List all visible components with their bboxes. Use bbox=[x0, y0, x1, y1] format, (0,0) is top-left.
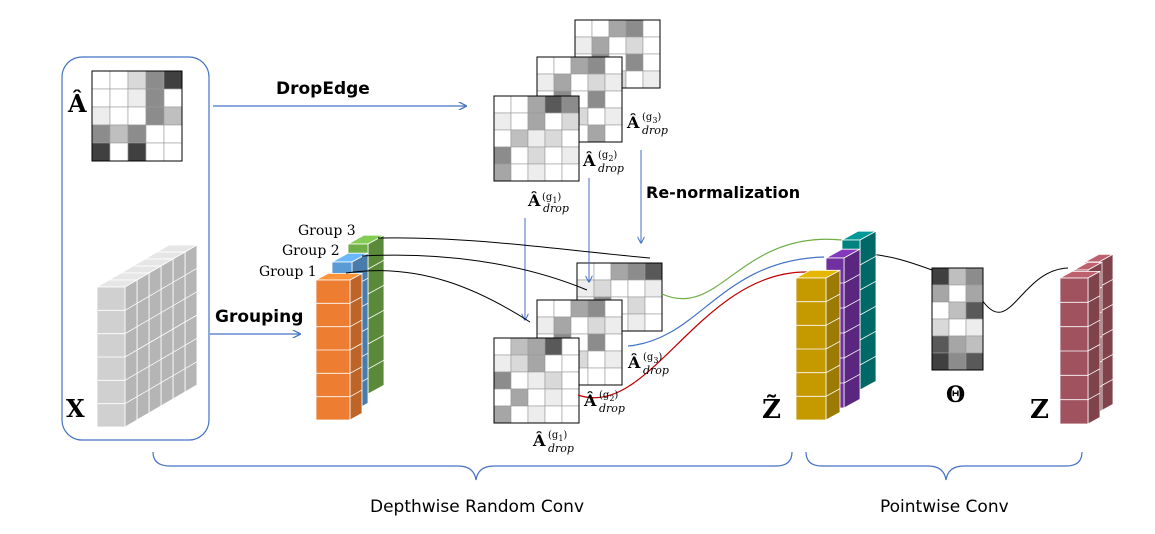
connection-curves bbox=[345, 237, 1069, 399]
svg-text:(g2): (g2) bbox=[598, 150, 617, 163]
svg-text:drop: drop bbox=[543, 202, 569, 215]
curve-blue-to-ztilde bbox=[627, 256, 825, 347]
z-slice-1 bbox=[1059, 270, 1101, 425]
group-3-label: Group 3 bbox=[298, 223, 356, 239]
svg-text:Â: Â bbox=[626, 112, 640, 132]
dropedge-label: DropEdge bbox=[276, 79, 370, 99]
curve-group2-to-matrix bbox=[361, 254, 588, 291]
x-slice bbox=[95, 279, 139, 428]
svg-text:(g2): (g2) bbox=[599, 390, 618, 403]
group-1-slice bbox=[315, 272, 363, 421]
svg-text:(g3): (g3) bbox=[643, 352, 662, 365]
curve-theta-to-z bbox=[981, 267, 1069, 313]
theta-symbol: Θ bbox=[946, 382, 965, 408]
a-drop-label-bottom-g2: Â (g2) drop bbox=[583, 390, 625, 415]
curve-red-to-ztilde bbox=[577, 271, 809, 399]
group-block bbox=[315, 234, 385, 421]
svg-text:(g1): (g1) bbox=[542, 192, 561, 205]
features-symbol: X bbox=[66, 394, 85, 423]
grouping-label: Grouping bbox=[215, 307, 303, 327]
drop-top-g1 bbox=[493, 95, 580, 182]
pointwise-brace bbox=[805, 451, 1083, 481]
z-symbol: Z bbox=[1030, 395, 1049, 425]
curve-group3-to-matrix bbox=[377, 237, 651, 259]
svg-text:drop: drop bbox=[643, 364, 669, 377]
z-tilde-slice-1 bbox=[795, 269, 841, 421]
group-2-label: Group 2 bbox=[282, 243, 340, 259]
a-drop-label-top-g2: Â (g2) drop bbox=[582, 150, 624, 175]
group-1-label: Group 1 bbox=[259, 264, 317, 280]
theta-matrix bbox=[931, 267, 984, 371]
dropped-adjacency-stack-top bbox=[493, 19, 661, 182]
depthwise-brace bbox=[152, 451, 793, 481]
svg-text:(g1): (g1) bbox=[548, 430, 567, 443]
adjacency-grid bbox=[91, 70, 183, 162]
svg-text:drop: drop bbox=[599, 402, 625, 415]
svg-text:drop: drop bbox=[548, 442, 574, 455]
svg-text:drop: drop bbox=[598, 162, 624, 175]
svg-text:Â: Â bbox=[583, 390, 597, 410]
feature-block-x bbox=[95, 244, 199, 428]
curve-group1-to-matrix bbox=[345, 270, 531, 323]
svg-text:Â: Â bbox=[527, 190, 541, 210]
renormalization-label: Re-normalization bbox=[646, 183, 800, 202]
svg-text:Â: Â bbox=[582, 150, 596, 170]
a-drop-label-top-g1: Â (g1) drop bbox=[527, 190, 569, 215]
dropped-adjacency-stack-bottom bbox=[493, 262, 663, 424]
z-tilde-block bbox=[795, 230, 877, 421]
a-drop-label-bottom-g3: Â (g3) drop bbox=[627, 352, 669, 377]
svg-text:drop: drop bbox=[642, 124, 668, 137]
drop-bottom-g1 bbox=[493, 337, 580, 424]
svg-text:Â: Â bbox=[627, 352, 641, 372]
curve-green-to-ztilde bbox=[661, 238, 843, 300]
depthwise-label: Depthwise Random Conv bbox=[370, 497, 584, 517]
pointwise-label: Pointwise Conv bbox=[880, 497, 1009, 517]
adjacency-matrix bbox=[91, 70, 183, 162]
z-tilde-symbol: Z̃ bbox=[762, 394, 781, 425]
a-drop-label-top-g3: Â (g3) drop bbox=[626, 112, 668, 137]
svg-text:(g3): (g3) bbox=[642, 112, 661, 125]
svg-text:Â: Â bbox=[532, 430, 546, 450]
adjacency-symbol: Â bbox=[67, 89, 87, 118]
a-drop-label-bottom-g1: Â (g1) drop bbox=[532, 430, 574, 455]
input-panel bbox=[61, 56, 210, 441]
z-output-block bbox=[1059, 253, 1114, 425]
theta-grid bbox=[931, 267, 984, 371]
